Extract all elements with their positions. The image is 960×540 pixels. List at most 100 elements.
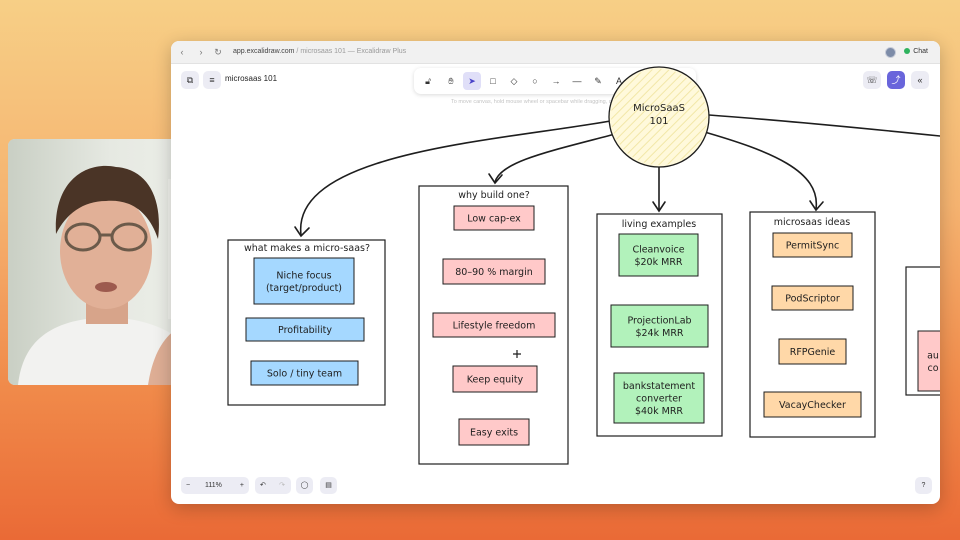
sticky-text: Niche focus <box>276 270 331 281</box>
phone-icon: ☏ <box>866 75 878 85</box>
arrow-tool[interactable]: → <box>547 72 565 90</box>
sticky-text: $20k MRR <box>634 257 682 268</box>
sticky-note <box>250 360 359 386</box>
collab-button[interactable]: ☏ <box>863 71 881 89</box>
sticky-text: Solo / tiny team <box>267 369 342 380</box>
sticky-note <box>453 205 535 231</box>
sticky-text: PodScriptor <box>785 294 840 305</box>
sticky-text: PermitSync <box>786 241 840 252</box>
hand-icon: ✋︎ <box>448 76 454 86</box>
sticky-text: (target/product) <box>266 283 342 294</box>
sticky-note <box>245 317 365 342</box>
sticky-text: Cleanvoice <box>632 244 684 255</box>
reload-icon[interactable]: ↻ <box>214 47 222 57</box>
chevrons-left-icon: « <box>917 75 923 85</box>
sticky-note <box>452 365 538 393</box>
rectangle-icon: □ <box>490 76 496 86</box>
canvas-hint: To move canvas, hold mouse wheel or spac… <box>451 99 658 105</box>
sticky-note <box>771 285 854 311</box>
sidebar-collapse-button[interactable]: « <box>911 71 929 89</box>
ellipse-icon: ○ <box>532 76 538 86</box>
text-icon: A <box>615 76 622 86</box>
connector-arrow <box>494 132 620 183</box>
redo-icon[interactable]: ↷ <box>279 482 285 489</box>
connector-arrow <box>708 114 940 137</box>
chat-button[interactable]: Chat <box>900 45 932 59</box>
sticky-note <box>458 418 530 446</box>
profile-icon[interactable] <box>885 47 896 58</box>
frame-title: what makes a micro-saas? <box>244 243 370 254</box>
hand-tool[interactable]: ✋︎ <box>442 72 460 90</box>
sticky-text: $24k MRR <box>635 328 683 339</box>
share-icon: ⤴ <box>891 75 901 85</box>
sticky-note <box>763 391 862 418</box>
connector-arrow <box>700 130 817 210</box>
sticky-note <box>618 233 699 277</box>
sticky-note <box>613 372 705 424</box>
sticky-text: Low cap-ex <box>467 214 521 225</box>
zoom-out-button[interactable]: − <box>186 482 191 489</box>
center-node-hatch <box>611 69 707 165</box>
sticky-text: $40k MRR <box>635 406 683 417</box>
address-bar[interactable]: app.excalidraw.com / microsaas 101 — Exc… <box>233 46 406 58</box>
line-icon: — <box>572 76 582 86</box>
url-host: app.excalidraw.com <box>233 48 295 55</box>
history-controls: ↶ ↷ <box>255 477 291 494</box>
ellipse-tool[interactable]: ○ <box>526 72 544 90</box>
sticky-text: converter <box>636 394 682 405</box>
sticky-note <box>442 258 546 285</box>
cursor-crosshair <box>513 350 521 358</box>
frame-box <box>227 239 386 406</box>
lock-icon: 🔓︎ <box>425 76 431 86</box>
undo-icon[interactable]: ↶ <box>260 482 266 489</box>
main-menu-button[interactable]: ≡ <box>203 71 221 89</box>
share-button[interactable]: ⤴ <box>887 71 905 89</box>
frame-box <box>418 185 569 465</box>
comment-icon: ◯ <box>300 482 309 489</box>
back-icon[interactable]: ‹ <box>180 47 184 57</box>
sticky-note <box>610 304 709 348</box>
center-node-subtitle: 101 <box>649 116 668 127</box>
frame-title: microsaas ideas <box>774 217 851 228</box>
sticky-text: VacayChecker <box>779 400 846 411</box>
browser-window: ‹ › ↻ app.excalidraw.com / microsaas 101… <box>171 41 940 504</box>
present-button[interactable]: ▤ <box>320 477 337 494</box>
hamburger-icon: ≡ <box>209 75 215 85</box>
center-node-title: MicroSaaS <box>633 103 685 114</box>
zoom-in-button[interactable]: + <box>239 482 244 489</box>
sticky-text: Lifestyle freedom <box>453 321 536 332</box>
pencil-icon: ✎ <box>594 76 602 86</box>
lock-tool[interactable]: 🔓︎ <box>419 72 437 90</box>
sticky-note <box>432 312 556 338</box>
sticky-text: ProjectionLab <box>627 315 691 326</box>
library-toggle-button[interactable]: ⧉ <box>181 71 199 89</box>
sticky-text: au <box>927 350 939 361</box>
drawing-canvas[interactable]: what makes a micro-saas? Niche focus (targ… <box>171 41 940 504</box>
arrow-head <box>294 226 310 238</box>
help-icon: ? <box>921 482 926 489</box>
help-button[interactable]: ? <box>915 477 932 494</box>
cursor-icon: ➤ <box>468 76 476 86</box>
frame-box <box>596 213 723 437</box>
text-tool[interactable]: A <box>610 72 628 90</box>
file-title: microsaas 101 <box>225 74 278 83</box>
forward-icon[interactable]: › <box>199 47 203 57</box>
diamond-icon: ◇ <box>510 76 518 86</box>
line-tool[interactable]: — <box>568 72 586 90</box>
sidebar-icon: ⧉ <box>186 75 194 85</box>
sticky-note <box>772 232 853 258</box>
sticky-note <box>778 338 847 365</box>
sticky-note <box>253 257 355 305</box>
rectangle-tool[interactable]: □ <box>484 72 502 90</box>
sticky-text: co <box>927 363 938 374</box>
arrow-head <box>488 173 503 185</box>
arrow-head <box>652 201 666 213</box>
selection-tool[interactable]: ➤ <box>463 72 481 90</box>
diamond-tool[interactable]: ◇ <box>505 72 523 90</box>
arrow-icon: → <box>551 76 561 86</box>
zoom-controls: − 111% + <box>181 477 249 494</box>
draw-tool[interactable]: ✎ <box>589 72 607 90</box>
chat-label: Chat <box>913 48 928 55</box>
zoom-level[interactable]: 111% <box>205 482 222 489</box>
comment-button[interactable]: ◯ <box>296 477 313 494</box>
